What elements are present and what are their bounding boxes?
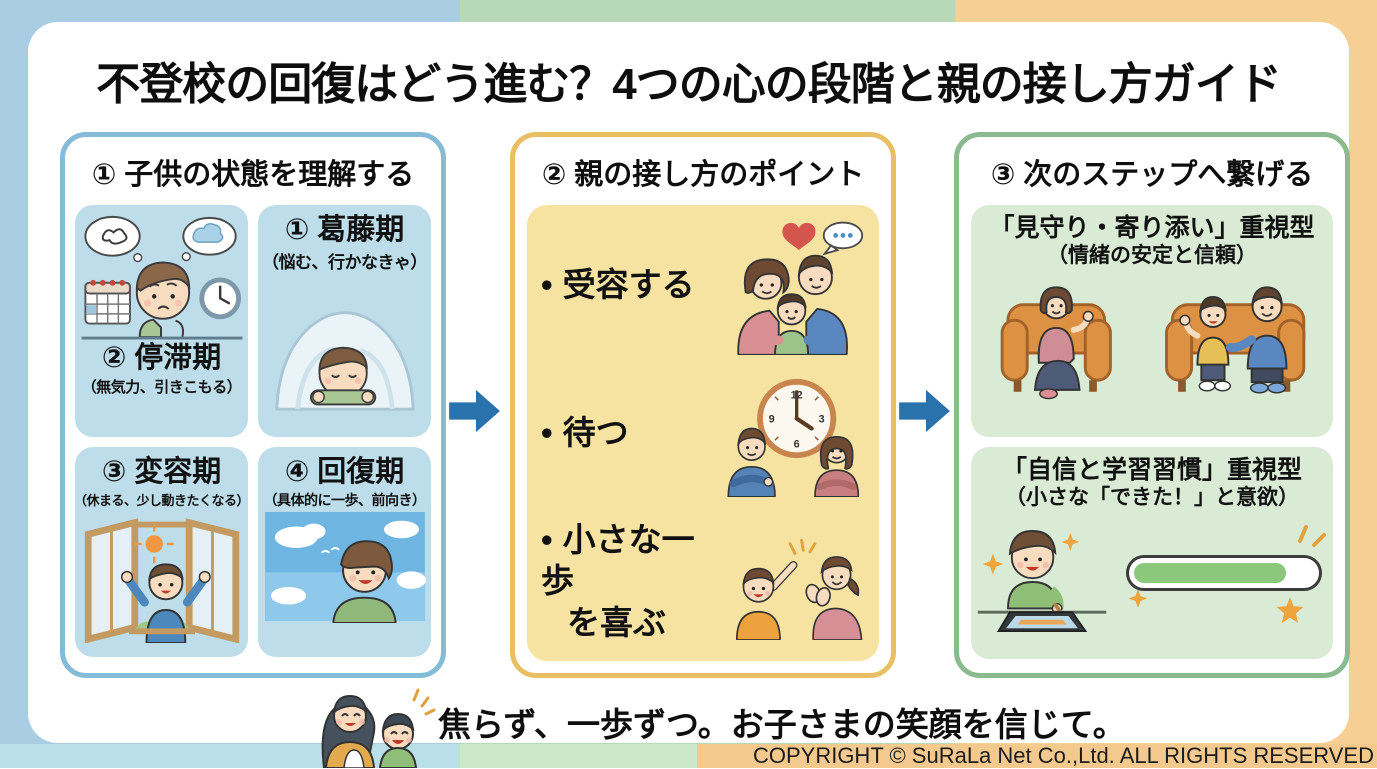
child-tablet-study-illustration [977,530,1107,633]
track-title: 「自信と学習習慣」重視型 [1001,456,1302,484]
mother-and-child-illustration [321,688,436,768]
panel-child-state: ① 子供の状態を理解する [60,132,446,678]
thought-bubble-left [83,215,142,263]
point-row-accept: •受容する [541,211,871,359]
stage-title: ① 葛藤期 [284,214,405,246]
svg-text:3: 3 [818,413,824,425]
panel-parent-approach: ② 親の接し方のポイント •受容する [510,132,896,678]
svg-text:6: 6 [793,438,799,450]
bullet-icon: • [541,414,553,452]
child-blue-sky-illustration [264,511,426,623]
family-hug-illustration [713,215,871,355]
panel-next-step: ③ 次のステップへ繋げる 「見守り・寄り添い」重視型 （情緒の安定と信頼） [954,132,1350,678]
thinking-child-illustration [81,215,242,340]
track-title: 「見守り・寄り添い」重視型 [989,214,1315,242]
stage-cell-teitaiki: ② 停滞期 （無気力、引きこもる） [75,205,248,437]
stage-cell-henyouki: ③ 変容期 （休まる、少し動きたくなる） [75,447,248,657]
track2-illustrations [972,514,1332,633]
track-subtitle: （小さな「できた！」と意欲） [1005,486,1299,509]
panel1-header: ① 子供の状態を理解する [91,159,415,191]
panel3-header: ③ 次のステップへ繋げる [990,159,1314,191]
progress-illustration [1122,519,1332,629]
stage-subtitle: （休まる、少し動きたくなる） [75,492,248,508]
stage-title: ③ 変容期 [101,456,222,488]
page-title: 不登校の回復はどう進む？4つの心の段階と親の接し方ガイド [96,60,1281,109]
bullet-icon: • [541,521,553,559]
thought-bubble-right [181,216,237,262]
track-card-mimamori: 「見守り・寄り添い」重視型 （情緒の安定と信頼） [971,205,1333,437]
arrow-right-icon [449,389,500,433]
stage-subtitle: （具体的に一歩、前向き） [263,491,427,508]
family-sofa-talk-illustration [1000,286,1306,400]
child-under-blanket-illustration [274,311,415,411]
point-row-celebrate: •小さな一歩 を喜ぶ [541,507,871,655]
stage-grid: ② 停滞期 （無気力、引きこもる） ① 葛藤期 （悩む、行かなきゃ） ③ 変容期 [65,203,441,673]
point-label: •小さな一歩 を喜ぶ [541,521,695,641]
sparkle-icon [1061,533,1080,552]
arrow-right-icon [899,389,950,433]
stage-title: ④ 回復期 [284,456,405,488]
child-opening-window-illustration [84,518,239,643]
clock-icon: 12 3 6 9 [756,378,836,458]
track-subtitle: （情緒の安定と信頼） [1047,244,1257,267]
mother-praising-illustration [713,522,871,640]
sparkle-icon [982,553,1004,575]
point-row-wait: •待つ 12 3 6 9 [541,359,871,507]
panel2-header: ② 親の接し方のポイント [541,159,865,191]
stage-cell-kattouki: ① 葛藤期 （悩む、行かなきゃ） [258,205,431,437]
worried-boy [135,261,190,339]
svg-text:9: 9 [768,413,774,425]
progress-bar [1126,554,1322,591]
calendar-icon [83,279,131,325]
stage-title: ② 停滞期 [101,342,222,374]
emphasis-lines [412,688,436,716]
point-label: •受容する [541,266,695,304]
emphasis-lines [788,538,816,556]
parents-waiting-illustration: 12 3 6 9 [713,370,871,497]
footer-message: 焦らず、一歩ずつ。お子さまの笑顔を信じて。 [438,706,1126,743]
bullet-icon: • [541,266,553,304]
copyright-bar: COPYRIGHT © SuRaLa Net Co.,Ltd. ALL RIGH… [697,743,1377,768]
stage-subtitle: （悩む、行かなきゃ） [262,252,428,272]
sun-icon [134,524,174,564]
tracks: 「見守り・寄り添い」重視型 （情緒の安定と信頼） [959,203,1345,673]
sparkle-icon [1128,588,1148,608]
copyright-text: COPYRIGHT © SuRaLa Net Co.,Ltd. ALL RIGH… [752,743,1374,768]
stage-cell-kaifukuki: ④ 回復期 （具体的に一歩、前向き） [258,447,431,657]
point-label: •待つ [541,414,629,452]
emphasis-lines [1298,524,1326,547]
clock-icon [198,277,241,320]
stage-subtitle: （無気力、引きこもる） [81,378,242,396]
heart-icon [781,222,815,251]
star-icon [1276,596,1304,623]
track-card-jishin: 「自信と学習習慣」重視型 （小さな「できた！」と意欲） [971,447,1333,659]
points-box: •受容する [527,205,879,661]
speech-bubble-icon [821,221,863,256]
progress-bar-fill [1134,562,1286,583]
